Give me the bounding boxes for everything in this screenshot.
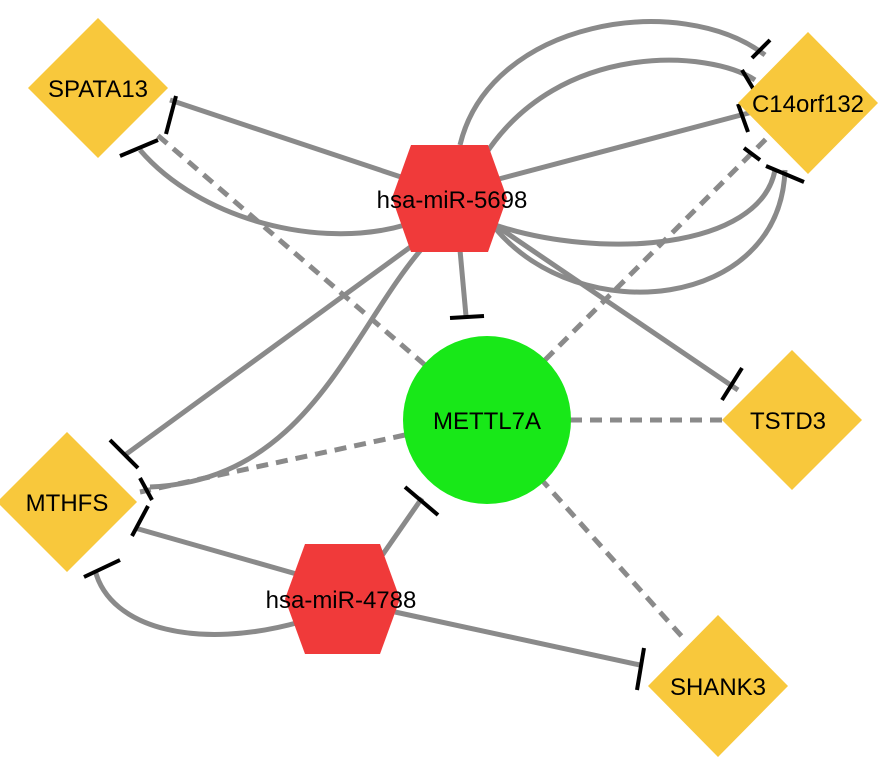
bar-c14orf132-e [742,146,762,162]
bar-mthfs-c [130,505,150,537]
node-label-tstd3: TSTD3 [750,408,826,435]
node-mettl7a[interactable]: METTL7A [403,336,571,504]
edge-mir5698-c14orf132-a [494,107,761,183]
edge-mir5698-c14orf132-b [457,19,767,146]
node-mir5698[interactable]: hsa-miR-5698 [377,145,528,252]
node-tstd3[interactable]: TSTD3 [722,350,862,490]
edge-mir5698-tstd3 [493,222,740,393]
node-shank3[interactable]: SHANK3 [648,615,788,757]
node-label-mir5698: hsa-miR-5698 [377,187,528,214]
bar-c14orf132-c [736,103,750,133]
bar-c14orf132-a [750,38,772,60]
edge-mir5698-spata13-b [138,148,406,237]
gene-diamond [28,18,168,158]
bar-c14orf132-d [765,164,805,184]
node-label-mettl7a: METTL7A [433,408,541,435]
bar-spata13-b [119,138,159,158]
edge-mir5698-mthfs-b [149,243,427,490]
edge-mir4788-shank3 [394,609,641,668]
edge-mir5698-mettl7a [457,249,469,317]
bar-spata13-a [164,95,178,135]
edge-mir5698-spata13-a [169,97,411,183]
mirna-hexagon [285,544,400,654]
node-label-c14orf132: C14orf132 [752,91,864,118]
edge-mettl7a-c14orf132 [543,133,772,362]
bar-shank3 [635,647,646,691]
edge-mir4788-mthfs-a [134,525,301,578]
gene-diamond [0,432,137,572]
hub-circle [403,336,571,504]
node-mir4788[interactable]: hsa-miR-4788 [266,544,417,654]
node-label-mir4788: hsa-miR-4788 [266,587,417,614]
node-label-spata13: SPATA13 [48,76,148,103]
edge-mir5698-c14orf132-c [482,57,757,157]
gene-diamond [648,615,788,757]
edge-mir5698-c14orf132-d [494,169,778,247]
edge-mettl7a-shank3 [538,476,687,642]
edge-mir5698-c14orf132-e [493,169,788,295]
inhibition-bars [83,38,805,691]
bar-mettl7a-top [449,314,485,320]
edge-mir5698-mthfs-a [123,237,422,458]
mir5698-edges [123,19,788,490]
mirna-hexagon [392,145,507,252]
bar-mthfs-d [83,558,121,579]
bar-c14orf132-b [740,68,756,92]
bar-tstd3 [720,366,744,402]
bar-mthfs-b [138,477,154,501]
node-c14orf132[interactable]: C14orf132 [738,32,878,174]
edge-mir4788-mthfs-b [92,569,301,637]
gene-diamond [738,32,878,174]
bar-mthfs-a [108,438,140,470]
node-label-mthfs: MTHFS [26,490,109,517]
edge-mettl7a-spata13 [153,131,427,367]
node-spata13[interactable]: SPATA13 [28,18,168,158]
node-label-shank3: SHANK3 [670,674,766,701]
bar-mettl7a-bottom [403,485,440,517]
node-mthfs[interactable]: MTHFS [0,432,137,572]
gene-diamond [722,350,862,490]
